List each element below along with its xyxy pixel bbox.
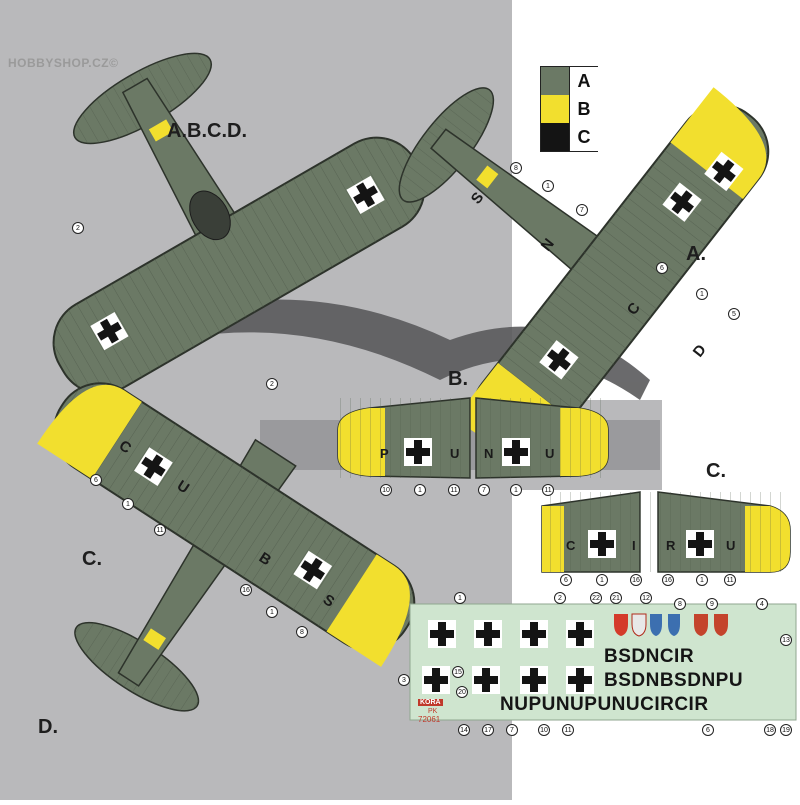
callout-number: 6 (560, 574, 572, 586)
callout-number: 22 (590, 592, 602, 604)
code-letter: U (726, 538, 735, 553)
callout-number: 6 (656, 262, 668, 274)
callout-number: 10 (380, 484, 392, 496)
color-key-row: B (541, 95, 598, 123)
view-label-abcd: A.B.C.D. (167, 120, 247, 142)
callout-number: 11 (724, 574, 736, 586)
callout-number: 5 (728, 308, 740, 320)
callout-number: 7 (478, 484, 490, 496)
callout-number: 4 (756, 598, 768, 610)
callout-number: 16 (630, 574, 642, 586)
insignia-shields (614, 613, 728, 637)
aircraft-cd-bottom (37, 382, 416, 712)
callout-number: 11 (154, 524, 166, 536)
callout-number: 8 (296, 626, 308, 638)
callout-number: 11 (562, 724, 574, 736)
code-letter: R (666, 538, 676, 553)
callout-number: 10 (538, 724, 550, 736)
color-key-letter: C (569, 123, 598, 151)
decal-catalog-number: 72061 (418, 715, 441, 724)
callout-number: 1 (542, 180, 554, 192)
color-key-letter: A (569, 67, 598, 95)
callout-number: 6 (702, 724, 714, 736)
color-key-letter: B (569, 95, 598, 123)
callout-number: 18 (764, 724, 776, 736)
callout-number: 1 (122, 498, 134, 510)
callout-number: 7 (506, 724, 518, 736)
callout-number: 15 (452, 666, 464, 678)
wing-c-underside (541, 491, 791, 573)
color-swatch-black (541, 123, 569, 151)
view-label-c-wing: C. (706, 460, 726, 482)
code-letter: U (545, 446, 554, 461)
callout-number: 11 (542, 484, 554, 496)
callout-number: 2 (72, 222, 84, 234)
color-swatch-yellow (541, 95, 569, 123)
color-key: A B C (540, 66, 598, 152)
callout-number: 16 (662, 574, 674, 586)
code-letter: N (484, 446, 493, 461)
callout-number: 1 (266, 606, 278, 618)
callout-number: 8 (674, 598, 686, 610)
aircraft-a-bottom (398, 87, 770, 459)
decal-sheet (409, 603, 797, 721)
callout-number: 9 (706, 598, 718, 610)
callout-number: 19 (780, 724, 792, 736)
color-swatch-green (541, 67, 569, 95)
callout-number: 6 (90, 474, 102, 486)
code-letter: C (566, 538, 576, 553)
view-label-b: B. (448, 368, 468, 390)
decal-scale: PK (428, 708, 438, 715)
callout-number: 8 (510, 162, 522, 174)
callout-number: 2 (554, 592, 566, 604)
color-key-row: A (541, 67, 598, 95)
callout-number: 1 (696, 574, 708, 586)
callout-number: 2 (266, 378, 278, 390)
color-key-row: C (541, 123, 598, 151)
wing-c-codes: C I R U (566, 538, 735, 553)
callout-number: 20 (456, 686, 468, 698)
callout-number: 1 (596, 574, 608, 586)
view-label-a: A. (686, 243, 706, 265)
code-letter: P (380, 446, 389, 461)
callout-number: 1 (414, 484, 426, 496)
callout-number: 13 (780, 634, 792, 646)
wing-b-underside (337, 397, 609, 479)
callout-number: 1 (454, 592, 466, 604)
aircraft-abcd-top (52, 52, 426, 395)
decal-code-row: NUPUNUPUNUCIRCIR (500, 694, 709, 715)
view-label-c-plane: C. (82, 548, 102, 570)
callout-number: 1 (696, 288, 708, 300)
callout-number: 16 (240, 584, 252, 596)
callout-number: 12 (640, 592, 652, 604)
callout-number: 1 (510, 484, 522, 496)
wing-b-codes: P U N U (380, 446, 554, 461)
callout-number: 7 (576, 204, 588, 216)
code-letter: U (450, 446, 459, 461)
decal-code-row: BSDNCIR (604, 646, 695, 667)
callout-number: 3 (398, 674, 410, 686)
watermark: HOBBYSHOP.CZ© (8, 56, 119, 70)
callout-number: 11 (448, 484, 460, 496)
callout-number: 14 (458, 724, 470, 736)
code-letter: I (632, 538, 636, 553)
callout-number: 17 (482, 724, 494, 736)
view-label-d: D. (38, 716, 58, 738)
decal-code-row: BSDNBSDNPU (604, 670, 744, 691)
callout-number: 21 (610, 592, 622, 604)
decal-maker-logo: KORA (418, 699, 443, 706)
